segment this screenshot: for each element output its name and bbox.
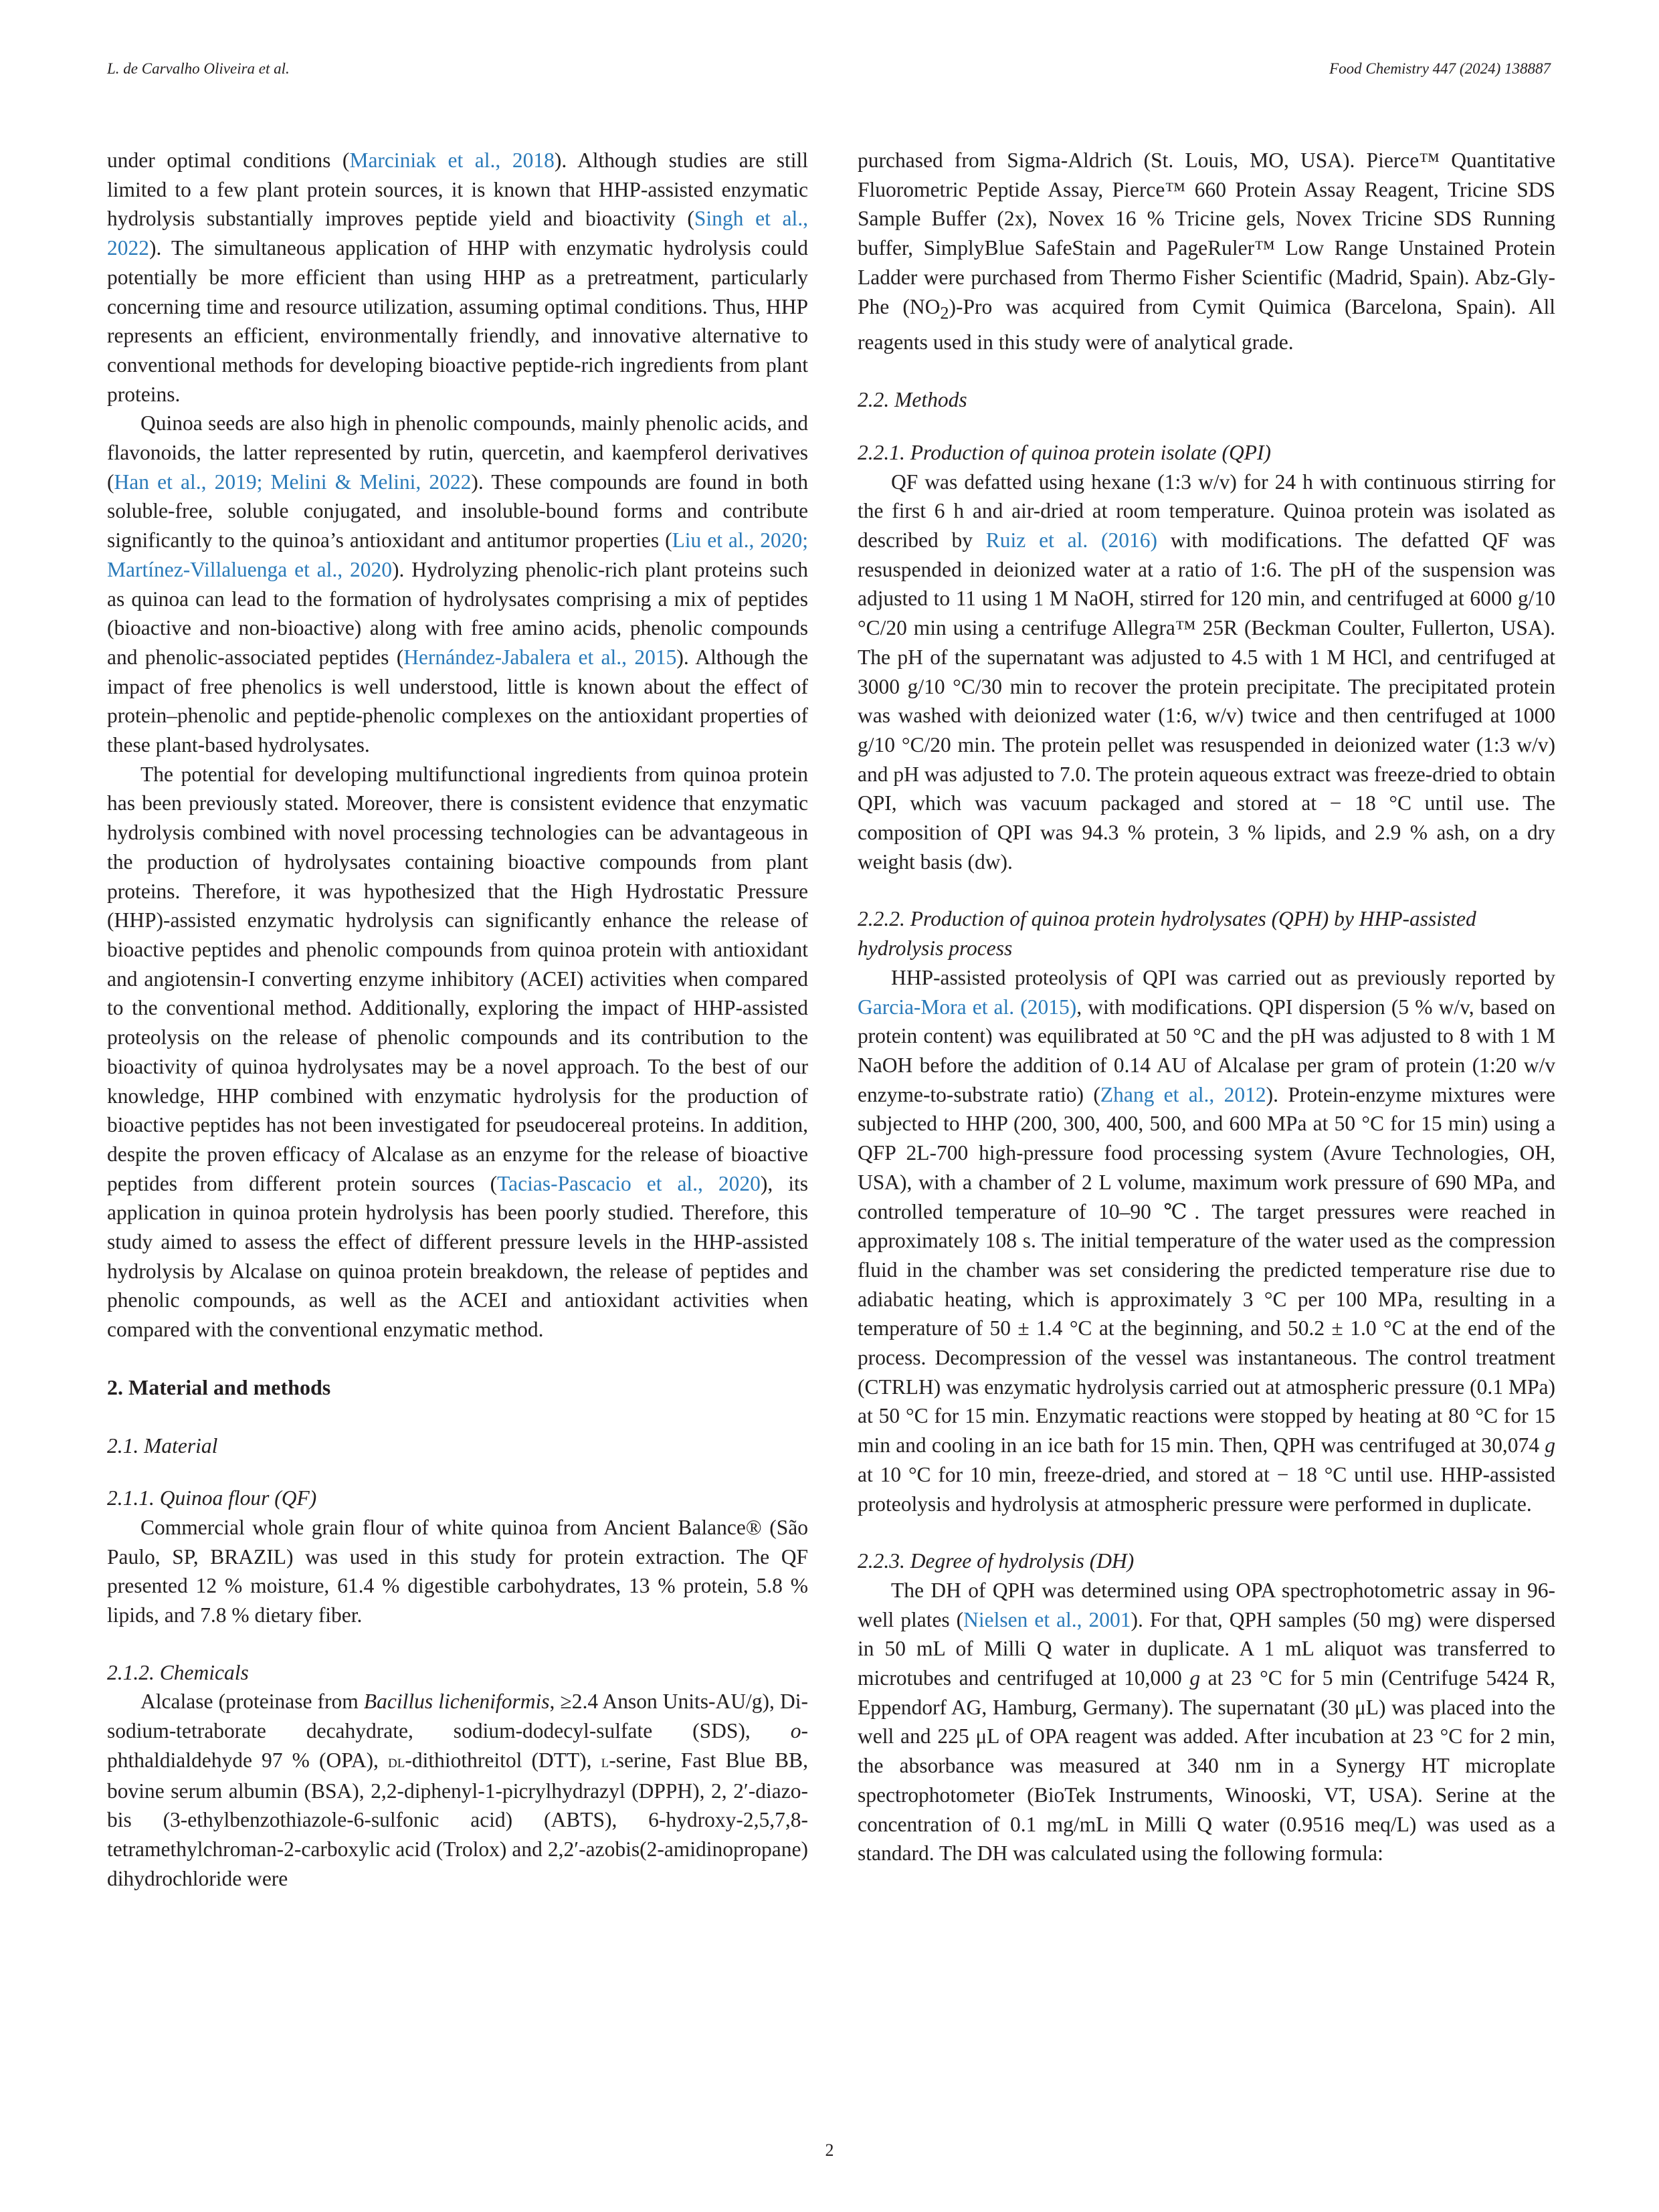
subsection-heading-methods: 2.2. Methods — [858, 388, 967, 412]
paragraph-hypothesis: The potential for developing multifuncti… — [107, 760, 808, 1344]
text-run: Alcalase (proteinase from — [140, 1690, 364, 1714]
subscript: 2 — [940, 302, 949, 322]
left-column: under optimal conditions (Marciniak et a… — [107, 146, 808, 1893]
paragraph-dh: The DH of QPH was determined using OPA s… — [858, 1576, 1555, 1868]
text-run: HHP-assisted proteolysis of QPI was carr… — [891, 965, 1555, 989]
text-run: with modifications. The defatted QF was … — [858, 528, 1555, 874]
text-run: ). Although studies are still limited to… — [107, 148, 808, 231]
citation-link[interactable]: Liu et al., 2020; Martínez-Villaluenga e… — [107, 528, 808, 581]
text-run: at 10 °C for 10 min, freeze-dried, and s… — [858, 1462, 1555, 1516]
text-run: purchased from Sigma-Aldrich (St. Louis,… — [858, 148, 1555, 318]
subsubsection-heading-chemicals: 2.1.2. Chemicals — [107, 1660, 249, 1684]
text-run: ). Although the impact of free phenolics… — [107, 645, 808, 757]
text-run: , with modifications. QPI dispersion (5 … — [858, 995, 1555, 1106]
citation-link[interactable]: Ruiz et al. (2016) — [985, 528, 1158, 552]
citation-link[interactable]: Han et al., 2019; Melini & Melini, 2022 — [114, 470, 472, 494]
subsubsection-heading-qpi: 2.2.1. Production of quinoa protein isol… — [858, 440, 1271, 464]
text-run: -serine, Fast Blue BB, bovine serum albu… — [107, 1748, 808, 1890]
citation-link[interactable]: Nielsen et al., 2001 — [963, 1607, 1131, 1631]
subsection-heading-material: 2.1. Material — [107, 1433, 218, 1457]
text-run: ), its application in quinoa protein hyd… — [107, 1171, 808, 1342]
text-run: ). The simultaneous application of HHP w… — [107, 236, 808, 406]
species-name: Bacillus licheniformis — [363, 1690, 550, 1714]
subsubsection-heading-dh: 2.2.3. Degree of hydrolysis (DH) — [858, 1549, 1135, 1573]
italic-unit: g — [1189, 1666, 1201, 1690]
text-run: -dithiothreitol (DTT), — [405, 1748, 601, 1772]
page-number: 2 — [825, 2140, 834, 2160]
citation-link[interactable]: Marciniak et al., 2018 — [349, 148, 555, 172]
text-run: )-Pro was acquired from Cymit Quimica (B… — [858, 294, 1555, 354]
text-run: ). For that, QPH samples (50 mg) were di… — [858, 1607, 1555, 1690]
paragraph-qph: HHP-assisted proteolysis of QPI was carr… — [858, 963, 1555, 1518]
text-run: -phthaldialdehyde 97 % (OPA), — [107, 1719, 808, 1772]
citation-link[interactable]: Tacias-Pascacio et al., 2020 — [497, 1171, 761, 1195]
running-head-authors: L. de Carvalho Oliveira et al. — [107, 60, 290, 77]
paragraph-phenolic: Quinoa seeds are also high in phenolic c… — [107, 409, 808, 759]
citation-link[interactable]: Hernández-Jabalera et al., 2015 — [403, 645, 677, 669]
text-run: at 23 °C for 5 min (Centrifuge 5424 R, E… — [858, 1666, 1556, 1866]
text-run: ). Protein-enzyme mixtures were subjecte… — [858, 1082, 1555, 1457]
text-run: The DH of QPH was determined using OPA s… — [858, 1578, 1555, 1631]
paragraph-quinoa-flour: Commercial whole grain flour of white qu… — [107, 1515, 808, 1627]
section-heading-material-methods: 2. Material and methods — [107, 1375, 331, 1399]
paragraph-chemicals: Alcalase (proteinase from Bacillus liche… — [107, 1687, 808, 1893]
paragraph-chemicals-continued: purchased from Sigma-Aldrich (St. Louis,… — [858, 146, 1555, 357]
right-column: purchased from Sigma-Aldrich (St. Louis,… — [858, 146, 1555, 1868]
italic-unit: g — [1545, 1433, 1555, 1457]
text-run: ). Hydrolyzing phenolic-rich plant prote… — [107, 557, 808, 669]
text-run: The potential for developing multifuncti… — [107, 762, 808, 1195]
paragraph-hhp-intro: under optimal conditions (Marciniak et a… — [107, 146, 808, 409]
italic-prefix: o — [790, 1719, 801, 1743]
citation-link[interactable]: Garcia-Mora et al. (2015) — [858, 995, 1077, 1019]
text-run: ). These compounds are found in both sol… — [107, 470, 808, 552]
text-run: QF was defatted using hexane (1:3 w/v) f… — [858, 470, 1555, 552]
citation-link[interactable]: Singh et al., 2022 — [107, 207, 808, 260]
text-run: under optimal conditions ( — [107, 148, 350, 172]
running-head-journal: Food Chemistry 447 (2024) 138887 — [1329, 60, 1551, 77]
paragraph-qpi: QF was defatted using hexane (1:3 w/v) f… — [858, 468, 1555, 877]
text-run: Quinoa seeds are also high in phenolic c… — [107, 411, 808, 494]
smallcaps-prefix: dl — [388, 1750, 405, 1771]
smallcaps-prefix: l — [601, 1750, 609, 1771]
citation-link[interactable]: Zhang et al., 2012 — [1100, 1082, 1266, 1106]
subsubsection-heading-qph: 2.2.2. Production of quinoa protein hydr… — [858, 907, 1476, 961]
text-run: , ≥2.4 Anson Units-AU/g), Di-sodium-tetr… — [107, 1690, 808, 1743]
subsubsection-heading-quinoa-flour: 2.1.1. Quinoa flour (QF) — [107, 1486, 317, 1510]
